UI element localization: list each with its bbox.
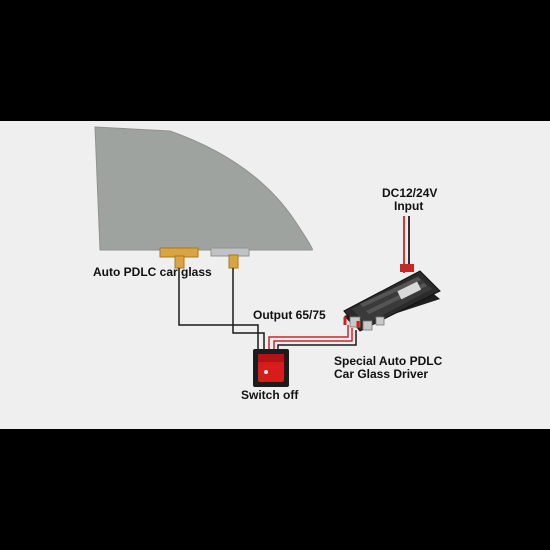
wiring-diagram: Auto PDLC car glass DC12/24V Input Outpu…	[0, 121, 550, 429]
label-input-line1: DC12/24V	[382, 186, 437, 200]
label-input-line2: Input	[394, 199, 423, 213]
wire-output-red-2	[273, 328, 353, 349]
letterbox-bottom	[0, 429, 550, 550]
glass-terminal-right	[228, 254, 239, 269]
car-glass-panel	[94, 126, 313, 251]
diagram-svg: Auto PDLC car glass DC12/24V Input Outpu…	[93, 126, 443, 402]
wire-glass-right	[232, 268, 265, 349]
wire-glass-left	[178, 268, 259, 349]
letterbox-top	[0, 0, 550, 121]
inverter-driver-icon	[343, 270, 441, 332]
wire-output-red-1	[268, 325, 349, 349]
label-switch: Switch off	[241, 388, 299, 402]
input-connector	[400, 264, 414, 272]
label-glass: Auto PDLC car glass	[93, 265, 212, 279]
rocker-switch-icon[interactable]	[253, 349, 289, 387]
wire-output-black-1	[277, 330, 357, 349]
label-driver-line1: Special Auto PDLC	[334, 354, 443, 368]
label-driver-line2: Car Glass Driver	[334, 367, 428, 381]
label-output: Output 65/75	[253, 308, 326, 322]
